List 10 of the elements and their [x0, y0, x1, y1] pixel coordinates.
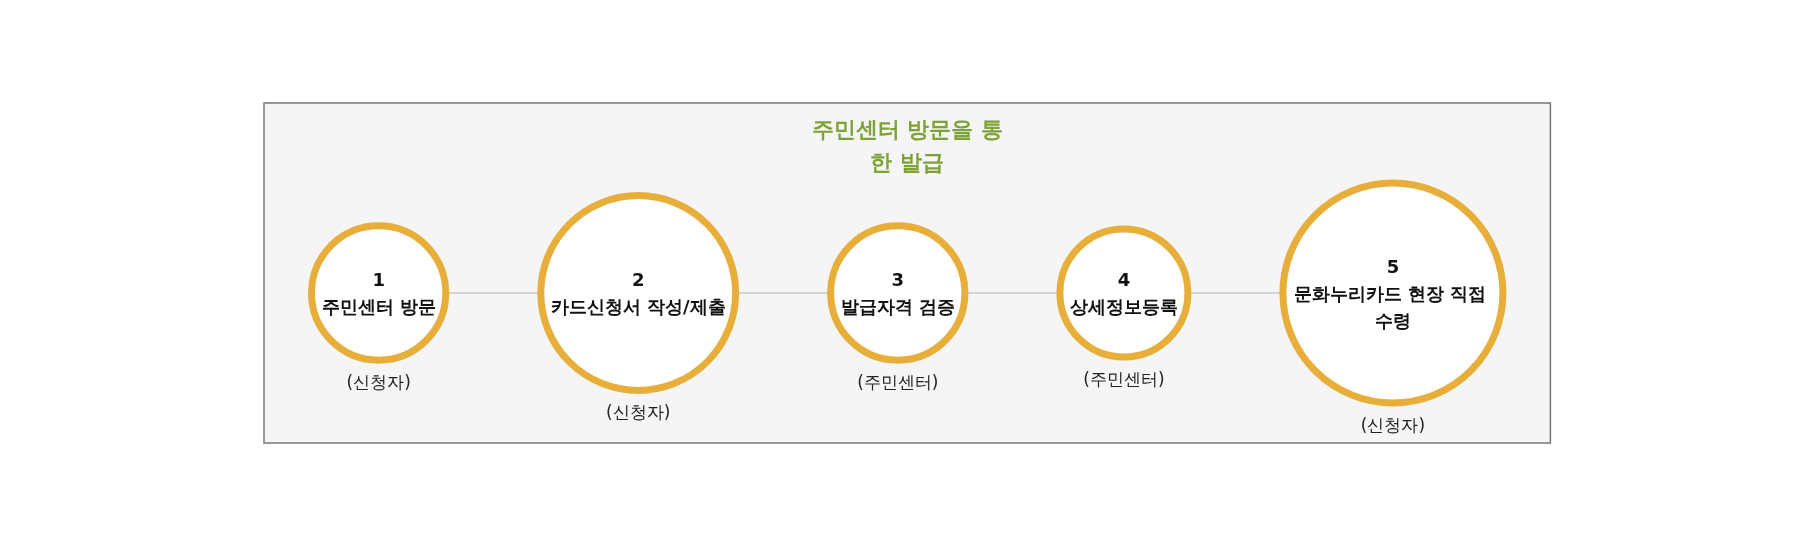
role-caption: (신청자) [1360, 415, 1425, 435]
node-circle [537, 192, 739, 394]
role-caption: (주민센터) [856, 372, 939, 393]
node-circle [826, 222, 969, 364]
node-circle [1279, 179, 1507, 407]
node-circle [307, 222, 450, 364]
role-caption: (신청자) [346, 372, 411, 393]
node-circle [1056, 225, 1192, 361]
role-caption: (신청자) [605, 402, 671, 423]
role-caption: (주민센터) [1083, 369, 1165, 389]
